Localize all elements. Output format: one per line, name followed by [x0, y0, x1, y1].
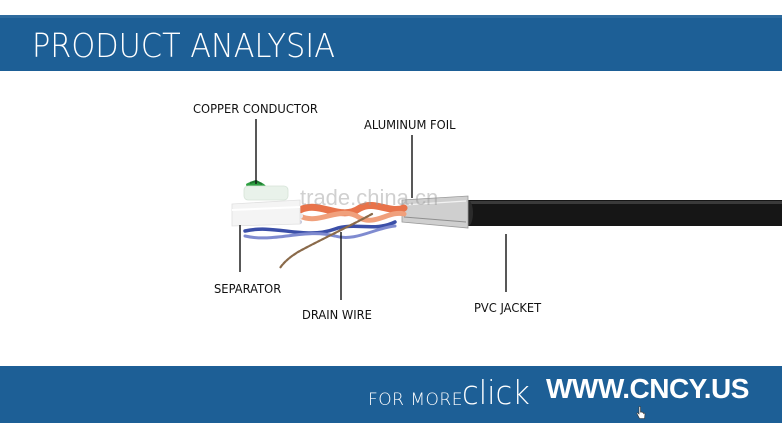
- drain-wire: [278, 212, 374, 270]
- blue-pair: [243, 220, 397, 235]
- hand-pointer-icon: [636, 406, 646, 419]
- header-banner: PRODUCT ANALYSIA: [0, 15, 782, 71]
- label-drain-wire: DRAIN WIRE: [302, 307, 372, 322]
- label-separator: SEPARATOR: [214, 281, 282, 296]
- footer-banner: [0, 366, 782, 423]
- separator: [231, 199, 301, 227]
- pvc-jacket: [466, 200, 782, 226]
- footer-for-more-text: FOR MORE: [368, 390, 463, 410]
- label-copper-conductor: COPPER CONDUCTOR: [193, 101, 318, 116]
- label-aluminum-foil: ALUMINUM FOIL: [364, 117, 456, 132]
- watermark: trade.china.cn: [300, 185, 439, 210]
- footer-click-text: click: [462, 373, 530, 412]
- orange-pair: [296, 201, 408, 217]
- page-title: PRODUCT ANALYSIA: [32, 26, 335, 65]
- website-link[interactable]: WWW.CNCY.US: [546, 373, 749, 404]
- label-pvc-jacket: PVC JACKET: [474, 300, 542, 315]
